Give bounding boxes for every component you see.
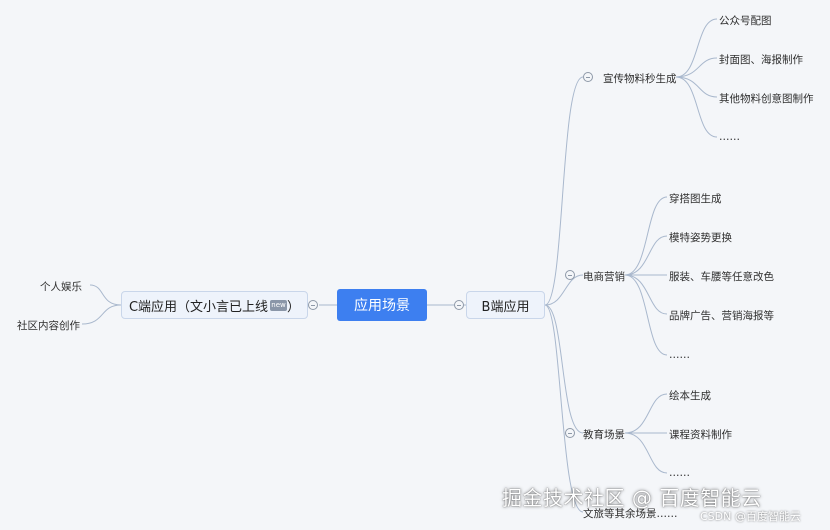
b-app-node[interactable]: B端应用	[466, 291, 545, 319]
list-item[interactable]: 公众号配图	[719, 15, 772, 27]
list-item[interactable]: 穿搭图生成	[669, 193, 722, 205]
list-item[interactable]: ……	[719, 131, 740, 143]
watermark-sub: CSDN @百度智能云	[700, 510, 801, 523]
category-promo[interactable]: 宣传物料秒生成	[603, 73, 677, 85]
root-node[interactable]: 应用场景	[337, 289, 427, 321]
category-ecommerce[interactable]: 电商营销	[583, 271, 625, 283]
category-education[interactable]: 教育场景	[583, 429, 625, 441]
category-tourism[interactable]: 文旅等其余场景……	[583, 508, 678, 520]
list-item[interactable]: 模特姿势更换	[669, 232, 732, 244]
c-app-collapse-toggle[interactable]	[308, 300, 318, 310]
education-collapse-toggle[interactable]	[565, 428, 575, 438]
list-item[interactable]: 课程资料制作	[669, 429, 732, 441]
root-label: 应用场景	[354, 298, 410, 314]
new-badge-icon: new	[270, 299, 288, 311]
c-app-label-close: ）	[287, 299, 301, 315]
b-app-label: B端应用	[481, 299, 530, 315]
list-item[interactable]: 服装、车腰等任意改色	[669, 271, 774, 283]
list-item[interactable]: 绘本生成	[669, 390, 711, 402]
list-item[interactable]: ……	[669, 467, 690, 479]
ecommerce-collapse-toggle[interactable]	[565, 270, 575, 280]
list-item[interactable]: 社区内容创作	[17, 320, 80, 332]
promo-collapse-toggle[interactable]	[583, 72, 593, 82]
list-item[interactable]: 品牌广告、营销海报等	[669, 310, 774, 322]
list-item[interactable]: 个人娱乐	[40, 281, 82, 293]
list-item[interactable]: 封面图、海报制作	[719, 54, 803, 66]
list-item[interactable]: 其他物料创意图制作	[719, 93, 814, 105]
c-app-label: C端应用（文小言已上线	[128, 299, 269, 315]
b-app-collapse-toggle[interactable]	[454, 300, 464, 310]
c-app-node[interactable]: C端应用（文小言已上线 new ）	[121, 291, 308, 319]
watermark-main: 掘金技术社区 @ 百度智能云	[502, 486, 762, 510]
list-item[interactable]: ……	[669, 349, 690, 361]
